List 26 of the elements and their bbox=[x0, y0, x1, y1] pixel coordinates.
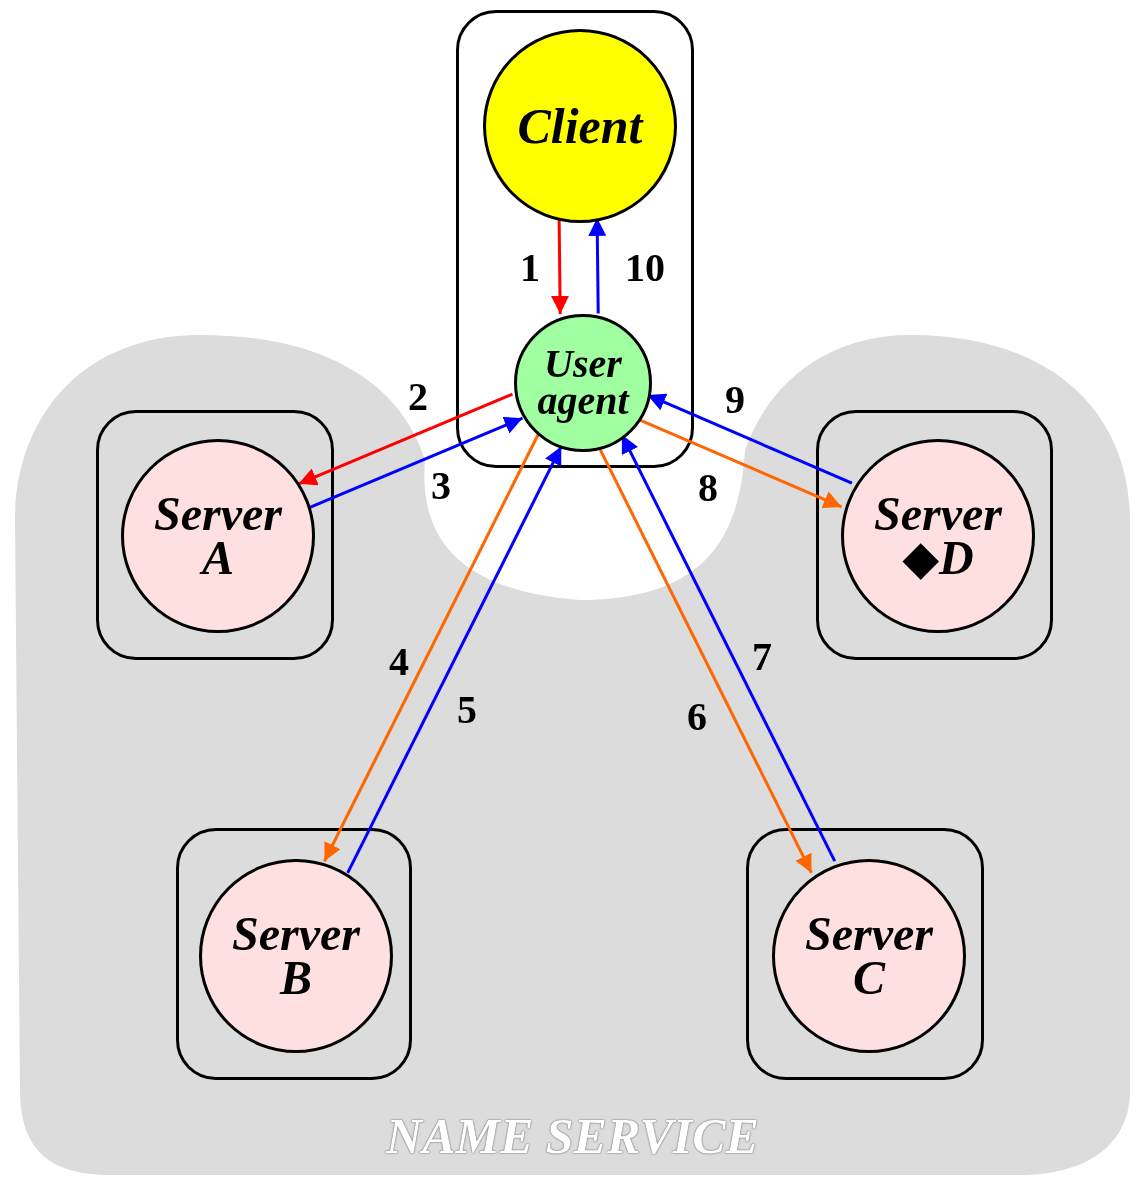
edge-label: 1 bbox=[520, 248, 540, 288]
edge-label: 4 bbox=[389, 642, 409, 682]
edge-label: 7 bbox=[752, 637, 772, 677]
arrow bbox=[308, 416, 524, 510]
container-box bbox=[176, 828, 412, 1080]
edge-label: 2 bbox=[408, 377, 428, 417]
edge-label: 5 bbox=[457, 690, 477, 730]
edge-label: 3 bbox=[431, 466, 451, 506]
container-box bbox=[456, 10, 694, 468]
node-label: Server C bbox=[804, 911, 934, 1001]
node-label: Client bbox=[517, 103, 643, 149]
container-box bbox=[746, 828, 984, 1080]
edge-label: 10 bbox=[625, 248, 665, 288]
node-label: Server A bbox=[153, 491, 283, 581]
arrow bbox=[323, 434, 540, 862]
arrow bbox=[346, 445, 563, 874]
arrow bbox=[551, 218, 569, 314]
region-label: NAME SERVICE bbox=[384, 1107, 760, 1165]
arrow bbox=[298, 392, 514, 486]
edge-label: 9 bbox=[725, 380, 745, 420]
edge-label: 8 bbox=[698, 468, 718, 508]
node-label: Server B bbox=[231, 911, 361, 1001]
container-box bbox=[816, 410, 1053, 660]
container-box bbox=[96, 410, 334, 660]
node-label: Server ◆D bbox=[873, 491, 1003, 581]
edge-label: 6 bbox=[687, 697, 707, 737]
